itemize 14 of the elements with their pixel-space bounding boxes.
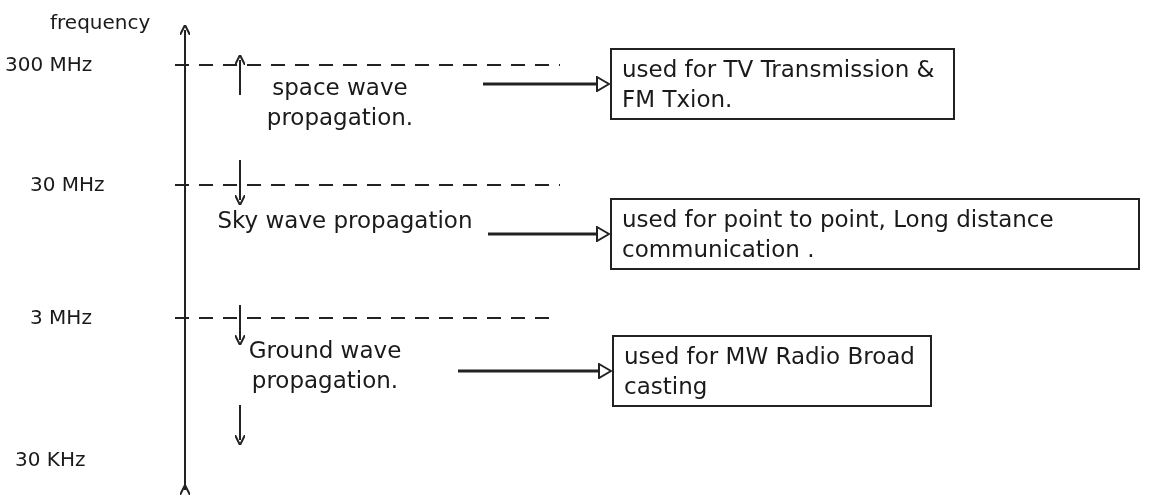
band-label: Sky wave propagation: [210, 205, 480, 235]
tick-label: 30 MHz: [30, 172, 105, 196]
arrow: [488, 226, 610, 242]
description-box: used for MW Radio Broad casting: [612, 335, 932, 407]
tick-label: 3 MHz: [30, 305, 92, 329]
arrow: [483, 76, 610, 92]
description-box: used for TV Transmission & FM Txion.: [610, 48, 955, 120]
description-box: used for point to point, Long distance communication .: [610, 198, 1140, 270]
tick-label: 300 MHz: [5, 52, 93, 76]
tick-label: 30 KHz: [15, 447, 86, 471]
band-label: Ground wave propagation.: [200, 335, 450, 395]
band-label: space wave propagation.: [205, 72, 475, 132]
axis-title: frequency: [50, 10, 151, 34]
arrow: [458, 363, 612, 379]
